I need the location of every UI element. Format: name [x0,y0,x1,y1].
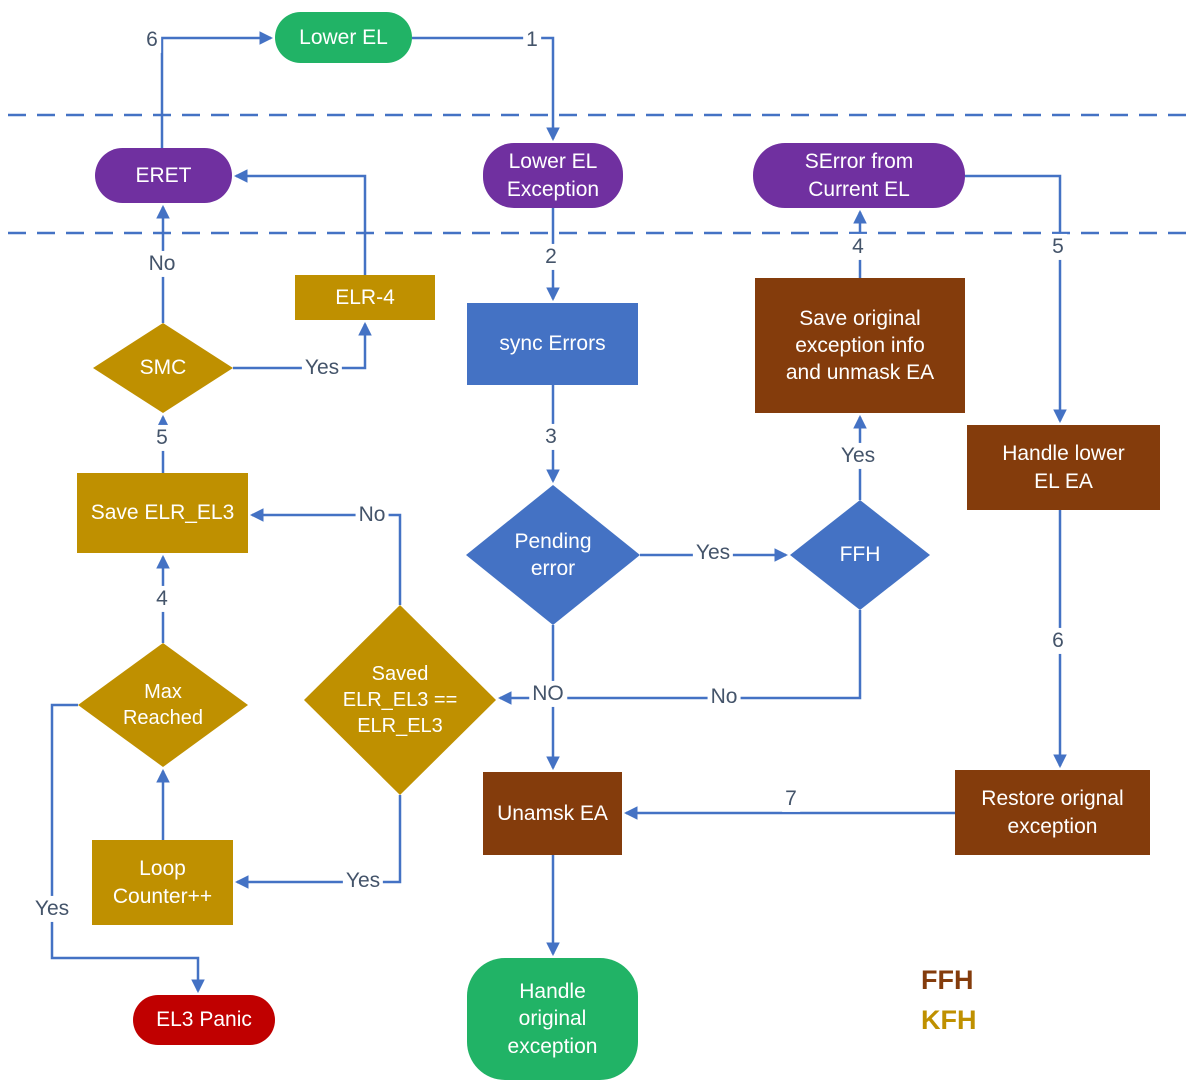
edge-label-restore-step: 6 [1049,627,1067,655]
node-sync-errors: sync Errors [467,303,638,385]
edge-label-sync-step: 2 [542,243,560,271]
edge-label-lower-el-exception: 1 [523,26,541,54]
node-lower-el-exception: Lower EL Exception [483,143,623,208]
edge-saved-elr-to-loop-counter [234,795,402,889]
edge-label-saved-elr-no: No [355,501,389,529]
edge-smc-to-elr4 [233,321,372,370]
edge-label-ffh-yes: Yes [837,442,879,470]
node-eret: ERET [95,148,232,203]
edge-saved-elr-to-save-elr [249,508,402,605]
edge-label-ffh-no: No [707,683,741,711]
node-el3-panic: EL3 Panic [133,995,275,1045]
edge-label-pending-step: 3 [542,423,560,451]
node-unmask-ea: Unamsk EA [483,772,622,855]
edge-eret-to-lower-el [160,31,274,148]
edge-label-eret-return: 6 [143,26,161,54]
node-save-elr-el3: Save ELR_EL3 [77,473,248,553]
edge-label-unmask-step: 7 [782,785,800,813]
edge-label-max-step: 4 [153,585,171,613]
edge-label-smc-no: No [145,250,179,278]
edge-serror-to-handle-lower [965,174,1067,424]
legend-kfh-label: KFH [921,1005,977,1035]
node-serror-from-current-el: SError from Current EL [753,143,965,208]
edge-label-pending-no: NO [529,680,567,708]
edge-label-handle-lower-step: 5 [1049,233,1067,261]
edge-label-serror-step: 4 [849,233,867,261]
edge-label-pending-yes: Yes [692,539,734,567]
edge-label-save-elr-step: 5 [153,424,171,452]
edge-label-max-yes: Yes [31,895,73,923]
node-handle-original-exception: Handle original exception [467,958,638,1080]
node-elr-4: ELR-4 [295,275,435,320]
node-restore-original-exception: Restore orignal exception [955,770,1150,855]
node-handle-lower-el-ea: Handle lower EL EA [967,425,1160,510]
legend-ffh-label: FFH [921,965,974,995]
edge-lower-el-to-exception [412,36,560,142]
edge-elr4-to-eret [233,169,367,275]
edge-label-saved-elr-yes: Yes [342,867,384,895]
edge-label-smc-yes: Yes [301,354,343,382]
edge-max-reached-to-el3-panic [50,703,205,994]
node-lower-el: Lower EL [275,12,412,63]
node-loop-counter: Loop Counter++ [92,840,233,925]
edge-ffh-to-saved-elr [497,610,862,705]
node-save-original-exception: Save original exception info and unmask … [755,278,965,413]
